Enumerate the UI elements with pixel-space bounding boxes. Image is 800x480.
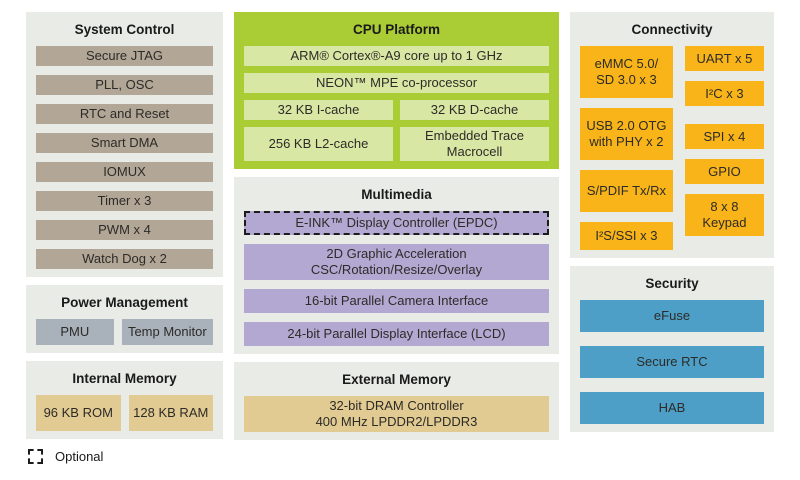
connectivity-grid: eMMC 5.0/ SD 3.0 x 3 USB 2.0 OTG with PH… [580, 46, 764, 250]
block-emmc-sd: eMMC 5.0/ SD 3.0 x 3 [580, 46, 673, 98]
block-dcache: 32 KB D-cache [400, 100, 549, 120]
block-ram: 128 KB RAM [128, 395, 213, 431]
block-iomux: IOMUX [36, 162, 213, 182]
cpu-platform-title: CPU Platform [352, 22, 440, 37]
block-rtc-reset: RTC and Reset [36, 104, 213, 124]
block-usb-otg: USB 2.0 OTG with PHY x 2 [580, 108, 673, 160]
block-uart: UART x 5 [684, 46, 764, 71]
block-spi: SPI x 4 [684, 124, 764, 149]
block-dram-controller: 32-bit DRAM Controller 400 MHz LPDDR2/LP… [244, 396, 549, 432]
optional-legend: Optional [28, 449, 103, 464]
block-temp-monitor: Temp Monitor [121, 319, 213, 345]
middle-column: CPU Platform ARM® Cortex®-A9 core up to … [234, 12, 559, 440]
optional-legend-label: Optional [55, 449, 104, 464]
cpu-cache-grid: 32 KB I-cache 32 KB D-cache 256 KB L2-ca… [244, 100, 549, 161]
connectivity-left-column: eMMC 5.0/ SD 3.0 x 3 USB 2.0 OTG with PH… [580, 46, 673, 250]
multimedia-stack: E-INK™ Display Controller (EPDC) 2D Grap… [244, 211, 549, 346]
system-control-stack: Secure JTAG PLL, OSC RTC and Reset Smart… [36, 46, 213, 269]
right-column: Connectivity eMMC 5.0/ SD 3.0 x 3 USB 2.… [570, 12, 774, 440]
connectivity-right-column: UART x 5 I²C x 3 SPI x 4 GPIO 8 x 8 Keyp… [684, 46, 764, 250]
security-section: Security eFuse Secure RTC HAB [570, 266, 774, 432]
block-keypad: 8 x 8 Keypad [684, 194, 764, 236]
external-memory-stack: 32-bit DRAM Controller 400 MHz LPDDR2/LP… [244, 396, 549, 432]
power-management-section: Power Management PMU Temp Monitor [26, 285, 223, 353]
optional-dashed-swatch [28, 449, 43, 464]
block-timer: Timer x 3 [36, 191, 213, 211]
block-camera-interface: 16-bit Parallel Camera Interface [244, 289, 549, 313]
system-control-title: System Control [74, 22, 175, 37]
system-control-section: System Control Secure JTAG PLL, OSC RTC … [26, 12, 223, 277]
multimedia-title: Multimedia [361, 187, 432, 202]
multimedia-section: Multimedia E-INK™ Display Controller (EP… [234, 177, 559, 354]
block-arm-core: ARM® Cortex®-A9 core up to 1 GHz [244, 46, 549, 66]
connectivity-title: Connectivity [631, 22, 713, 37]
block-secure-jtag: Secure JTAG [36, 46, 213, 66]
power-management-row: PMU Temp Monitor [36, 319, 213, 345]
block-secure-rtc: Secure RTC [580, 346, 764, 378]
block-watchdog: Watch Dog x 2 [36, 249, 213, 269]
block-smart-dma: Smart DMA [36, 133, 213, 153]
block-pwm: PWM x 4 [36, 220, 213, 240]
external-memory-title: External Memory [342, 372, 451, 387]
block-2d-graphics: 2D Graphic Acceleration CSC/Rotation/Res… [244, 244, 549, 280]
power-management-title: Power Management [61, 295, 188, 310]
diagram-board: System Control Secure JTAG PLL, OSC RTC … [26, 12, 774, 440]
internal-memory-title: Internal Memory [72, 371, 177, 386]
security-title: Security [645, 276, 699, 291]
block-pll-osc: PLL, OSC [36, 75, 213, 95]
external-memory-section: External Memory 32-bit DRAM Controller 4… [234, 362, 559, 440]
block-neon: NEON™ MPE co-processor [244, 73, 549, 93]
block-display-interface: 24-bit Parallel Display Interface (LCD) [244, 322, 549, 346]
block-l2cache: 256 KB L2-cache [244, 127, 393, 161]
security-stack: eFuse Secure RTC HAB [580, 300, 764, 424]
block-icache: 32 KB I-cache [244, 100, 393, 120]
block-etm: Embedded Trace Macrocell [400, 127, 549, 161]
block-i2s-ssi: I²S/SSI x 3 [580, 222, 673, 250]
block-epdc: E-INK™ Display Controller (EPDC) [244, 211, 549, 235]
cpu-platform-section: CPU Platform ARM® Cortex®-A9 core up to … [234, 12, 559, 169]
internal-memory-row: 96 KB ROM 128 KB RAM [36, 395, 213, 431]
connectivity-section: Connectivity eMMC 5.0/ SD 3.0 x 3 USB 2.… [570, 12, 774, 258]
block-hab: HAB [580, 392, 764, 424]
block-pmu: PMU [36, 319, 114, 345]
left-column: System Control Secure JTAG PLL, OSC RTC … [26, 12, 223, 440]
block-efuse: eFuse [580, 300, 764, 332]
internal-memory-section: Internal Memory 96 KB ROM 128 KB RAM [26, 361, 223, 439]
block-i2c: I²C x 3 [684, 81, 764, 106]
block-spdif: S/PDIF Tx/Rx [580, 170, 673, 212]
block-gpio: GPIO [684, 159, 764, 184]
block-rom: 96 KB ROM [36, 395, 121, 431]
cpu-platform-stack: ARM® Cortex®-A9 core up to 1 GHz NEON™ M… [244, 46, 549, 161]
